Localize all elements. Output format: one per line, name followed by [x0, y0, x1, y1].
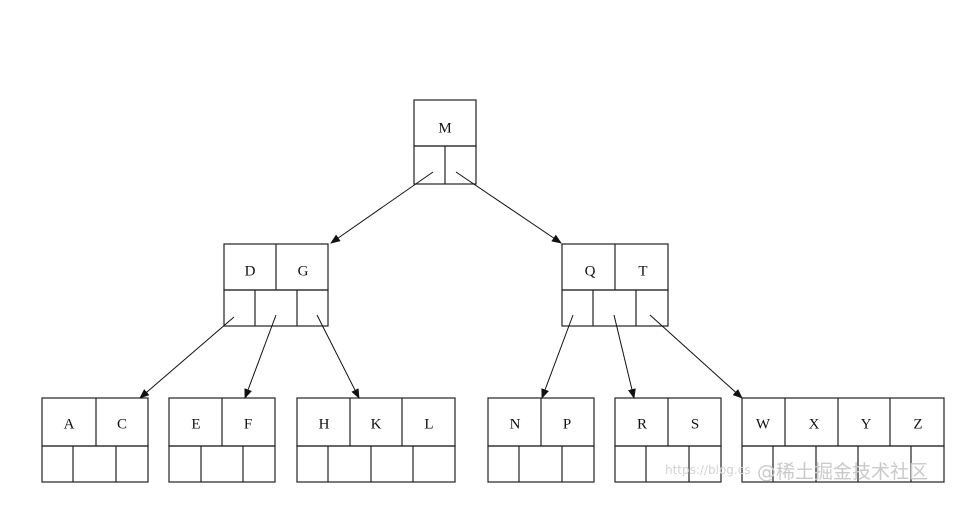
key-label: E [191, 416, 200, 432]
pointer-arrow [541, 314, 574, 399]
key-label: A [64, 416, 75, 432]
key-label: K [371, 416, 382, 432]
watermark-url: https://blog.cs [665, 463, 751, 477]
leaf-np: N P [487, 397, 595, 483]
key-label: Q [585, 263, 596, 279]
key-label: S [691, 416, 699, 432]
key-label: M [438, 120, 451, 136]
key-label: G [298, 263, 309, 279]
pointer-arrow [330, 171, 434, 244]
pointer-arrows [139, 171, 743, 399]
node-qt: Q T [561, 243, 669, 327]
pointer-arrow [455, 171, 562, 244]
leaf-hkl: H K L [296, 397, 456, 483]
key-label: L [424, 416, 433, 432]
key-label: N [510, 416, 521, 432]
key-label: H [319, 416, 330, 432]
key-label: Z [913, 416, 922, 432]
key-label: X [809, 416, 820, 432]
key-label: P [563, 416, 571, 432]
key-label: C [117, 416, 127, 432]
pointer-arrow [139, 316, 235, 399]
pointer-arrow [649, 314, 743, 399]
pointer-arrow [316, 314, 360, 399]
node-root: M [413, 99, 477, 185]
leaf-ef: E F [168, 397, 276, 483]
key-label: W [756, 416, 771, 432]
key-label: Y [861, 416, 872, 432]
key-label: D [245, 263, 256, 279]
leaf-rs: R S [614, 397, 722, 483]
node-dg: D G [223, 243, 329, 327]
pointer-arrow [244, 314, 277, 399]
key-label: T [638, 263, 647, 279]
leaf-wxyz: W X Y Z [741, 397, 945, 483]
watermark-brand: @稀土掘金技术社区 [757, 461, 929, 483]
key-label: R [637, 416, 647, 432]
key-label: F [244, 416, 252, 432]
pointer-arrow [613, 314, 636, 399]
leaf-ac: A C [41, 397, 149, 483]
